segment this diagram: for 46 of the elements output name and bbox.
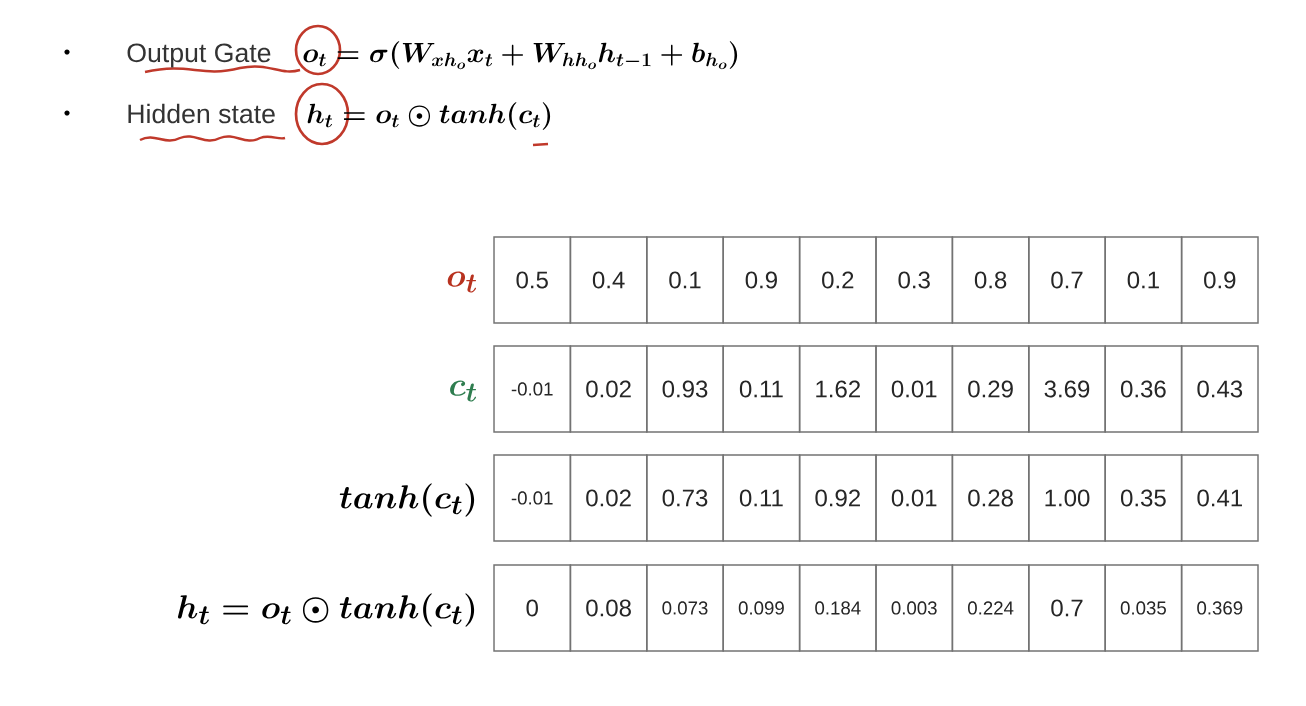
table-cell: 0.36 [1104,345,1183,433]
table-cell: 0.11 [722,454,801,542]
table-cell: 0.01 [875,454,954,542]
table-cell: 0.073 [646,564,724,652]
table-cell: 0.369 [1180,564,1259,652]
table-cell: 0.2 [798,236,877,324]
table-cell: 0.5 [493,236,572,324]
table-cell: 0.02 [569,454,648,542]
table-cell: 0.11 [722,345,801,433]
table-cell: 0.73 [646,454,724,542]
row-label: $c_t$ [450,380,477,402]
table-cell: 0.92 [798,454,877,542]
row-label: $o_t$ [447,271,477,293]
table-cell: 0.003 [875,564,954,652]
table-cell: 0.7 [1028,564,1106,652]
table-cell: -0.01 [493,345,572,433]
table-cell: 0.41 [1180,454,1259,542]
table-cell: 0.43 [1180,345,1259,433]
table-cell: 0.9 [1180,236,1259,324]
bullet-text: Hidden state [128,103,275,124]
table-cell: 0.099 [722,564,801,652]
table-cell: 0.35 [1104,454,1183,542]
table-cell: 0.02 [569,345,648,433]
table-cell: 1.62 [798,345,877,433]
table-cell: 0.035 [1104,564,1183,652]
table-cell: 0 [493,564,572,652]
table-cell: 0.4 [569,236,648,324]
table-cell: 0.93 [646,345,724,433]
table-cell: 0.224 [951,564,1030,652]
table-cell: 0.9 [722,236,801,324]
table-cell: 0.29 [951,345,1030,433]
table-cell: 0.184 [798,564,877,652]
table-cell: -0.01 [493,454,572,542]
bullet-text: Output Gate [127,43,271,68]
table-cell: 0.3 [875,236,954,324]
table-cell: 0.08 [569,564,648,652]
table-cell: 1.00 [1028,454,1106,542]
table-cell: 0.8 [951,236,1030,324]
table-cell: 0.28 [951,454,1030,542]
table-cell: 0.7 [1028,236,1106,324]
table-cell: 0.01 [875,345,954,433]
row-label: $h_t = o_t \odot tanh(c_t)$ [177,593,475,627]
table-cell: 0.1 [646,236,724,324]
table-cell: 0.1 [1104,236,1183,324]
row-label: $tanh(c_t)$ [339,483,475,517]
table-cell: 3.69 [1028,345,1106,433]
